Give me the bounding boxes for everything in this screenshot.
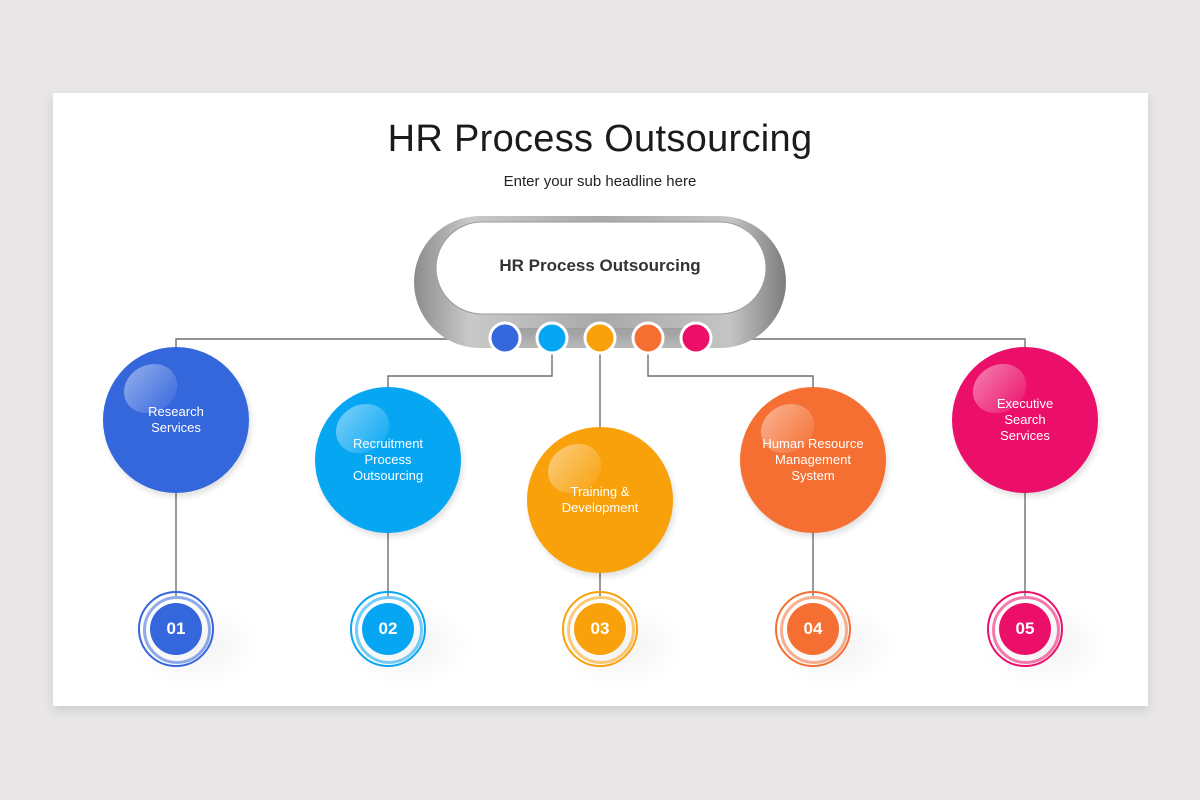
page-title: HR Process Outsourcing [387, 118, 813, 160]
badge-number: 02 [362, 603, 414, 655]
item-label: Research Services [148, 404, 204, 435]
page-subtitle: Enter your sub headline here [503, 173, 697, 190]
item-bubble-research-services: Research Services [103, 347, 249, 493]
badge-number: 05 [999, 603, 1051, 655]
number-badge-03: 03 [562, 591, 638, 667]
number-badge-04: 04 [775, 591, 851, 667]
item-label: Training & Development [561, 484, 639, 515]
item-bubble-training-development: Training & Development [527, 427, 673, 573]
item-label: Executive Search Services [996, 396, 1054, 443]
number-badge-05: 05 [987, 591, 1063, 667]
badge-number: 04 [787, 603, 839, 655]
item-bubble-executive-search: Executive Search Services [952, 347, 1098, 493]
number-badge-02: 02 [350, 591, 426, 667]
item-label: Recruitment Process Outsourcing [352, 436, 424, 483]
hub-label: HR Process Outsourcing [499, 256, 701, 275]
number-badge-01: 01 [138, 591, 214, 667]
item-label: Human Resource Management System [762, 436, 864, 483]
badge-number: 03 [574, 603, 626, 655]
badge-number: 01 [150, 603, 202, 655]
item-bubble-recruitment-process-outsourcing: Recruitment Process Outsourcing [315, 387, 461, 533]
item-bubble-hrms: Human Resource Management System [740, 387, 886, 533]
